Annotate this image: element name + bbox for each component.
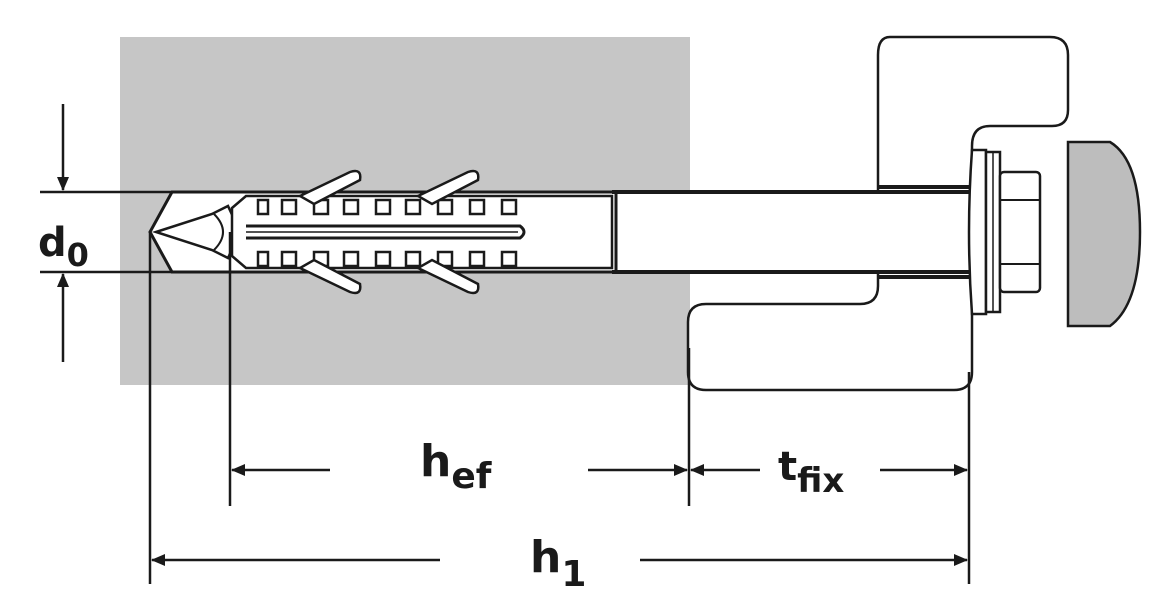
hex-nut xyxy=(998,170,1042,294)
h1-sub: 1 xyxy=(561,554,586,595)
tfix-sub: fix xyxy=(797,461,844,501)
plug-dowel xyxy=(230,169,614,295)
hef-label: hef xyxy=(420,436,492,497)
d0-label: d0 xyxy=(38,220,89,274)
hef-sub: ef xyxy=(451,456,491,497)
screw-tip-thread xyxy=(213,213,224,251)
d0-sub: 0 xyxy=(67,236,89,274)
dimension-arrows xyxy=(151,464,968,566)
screw-shank xyxy=(612,192,972,272)
screw-head xyxy=(1066,140,1142,328)
extension-lines xyxy=(148,232,971,584)
washer xyxy=(967,148,1002,316)
h1-label: h1 xyxy=(530,532,586,595)
tfix-label: tfix xyxy=(778,444,844,501)
